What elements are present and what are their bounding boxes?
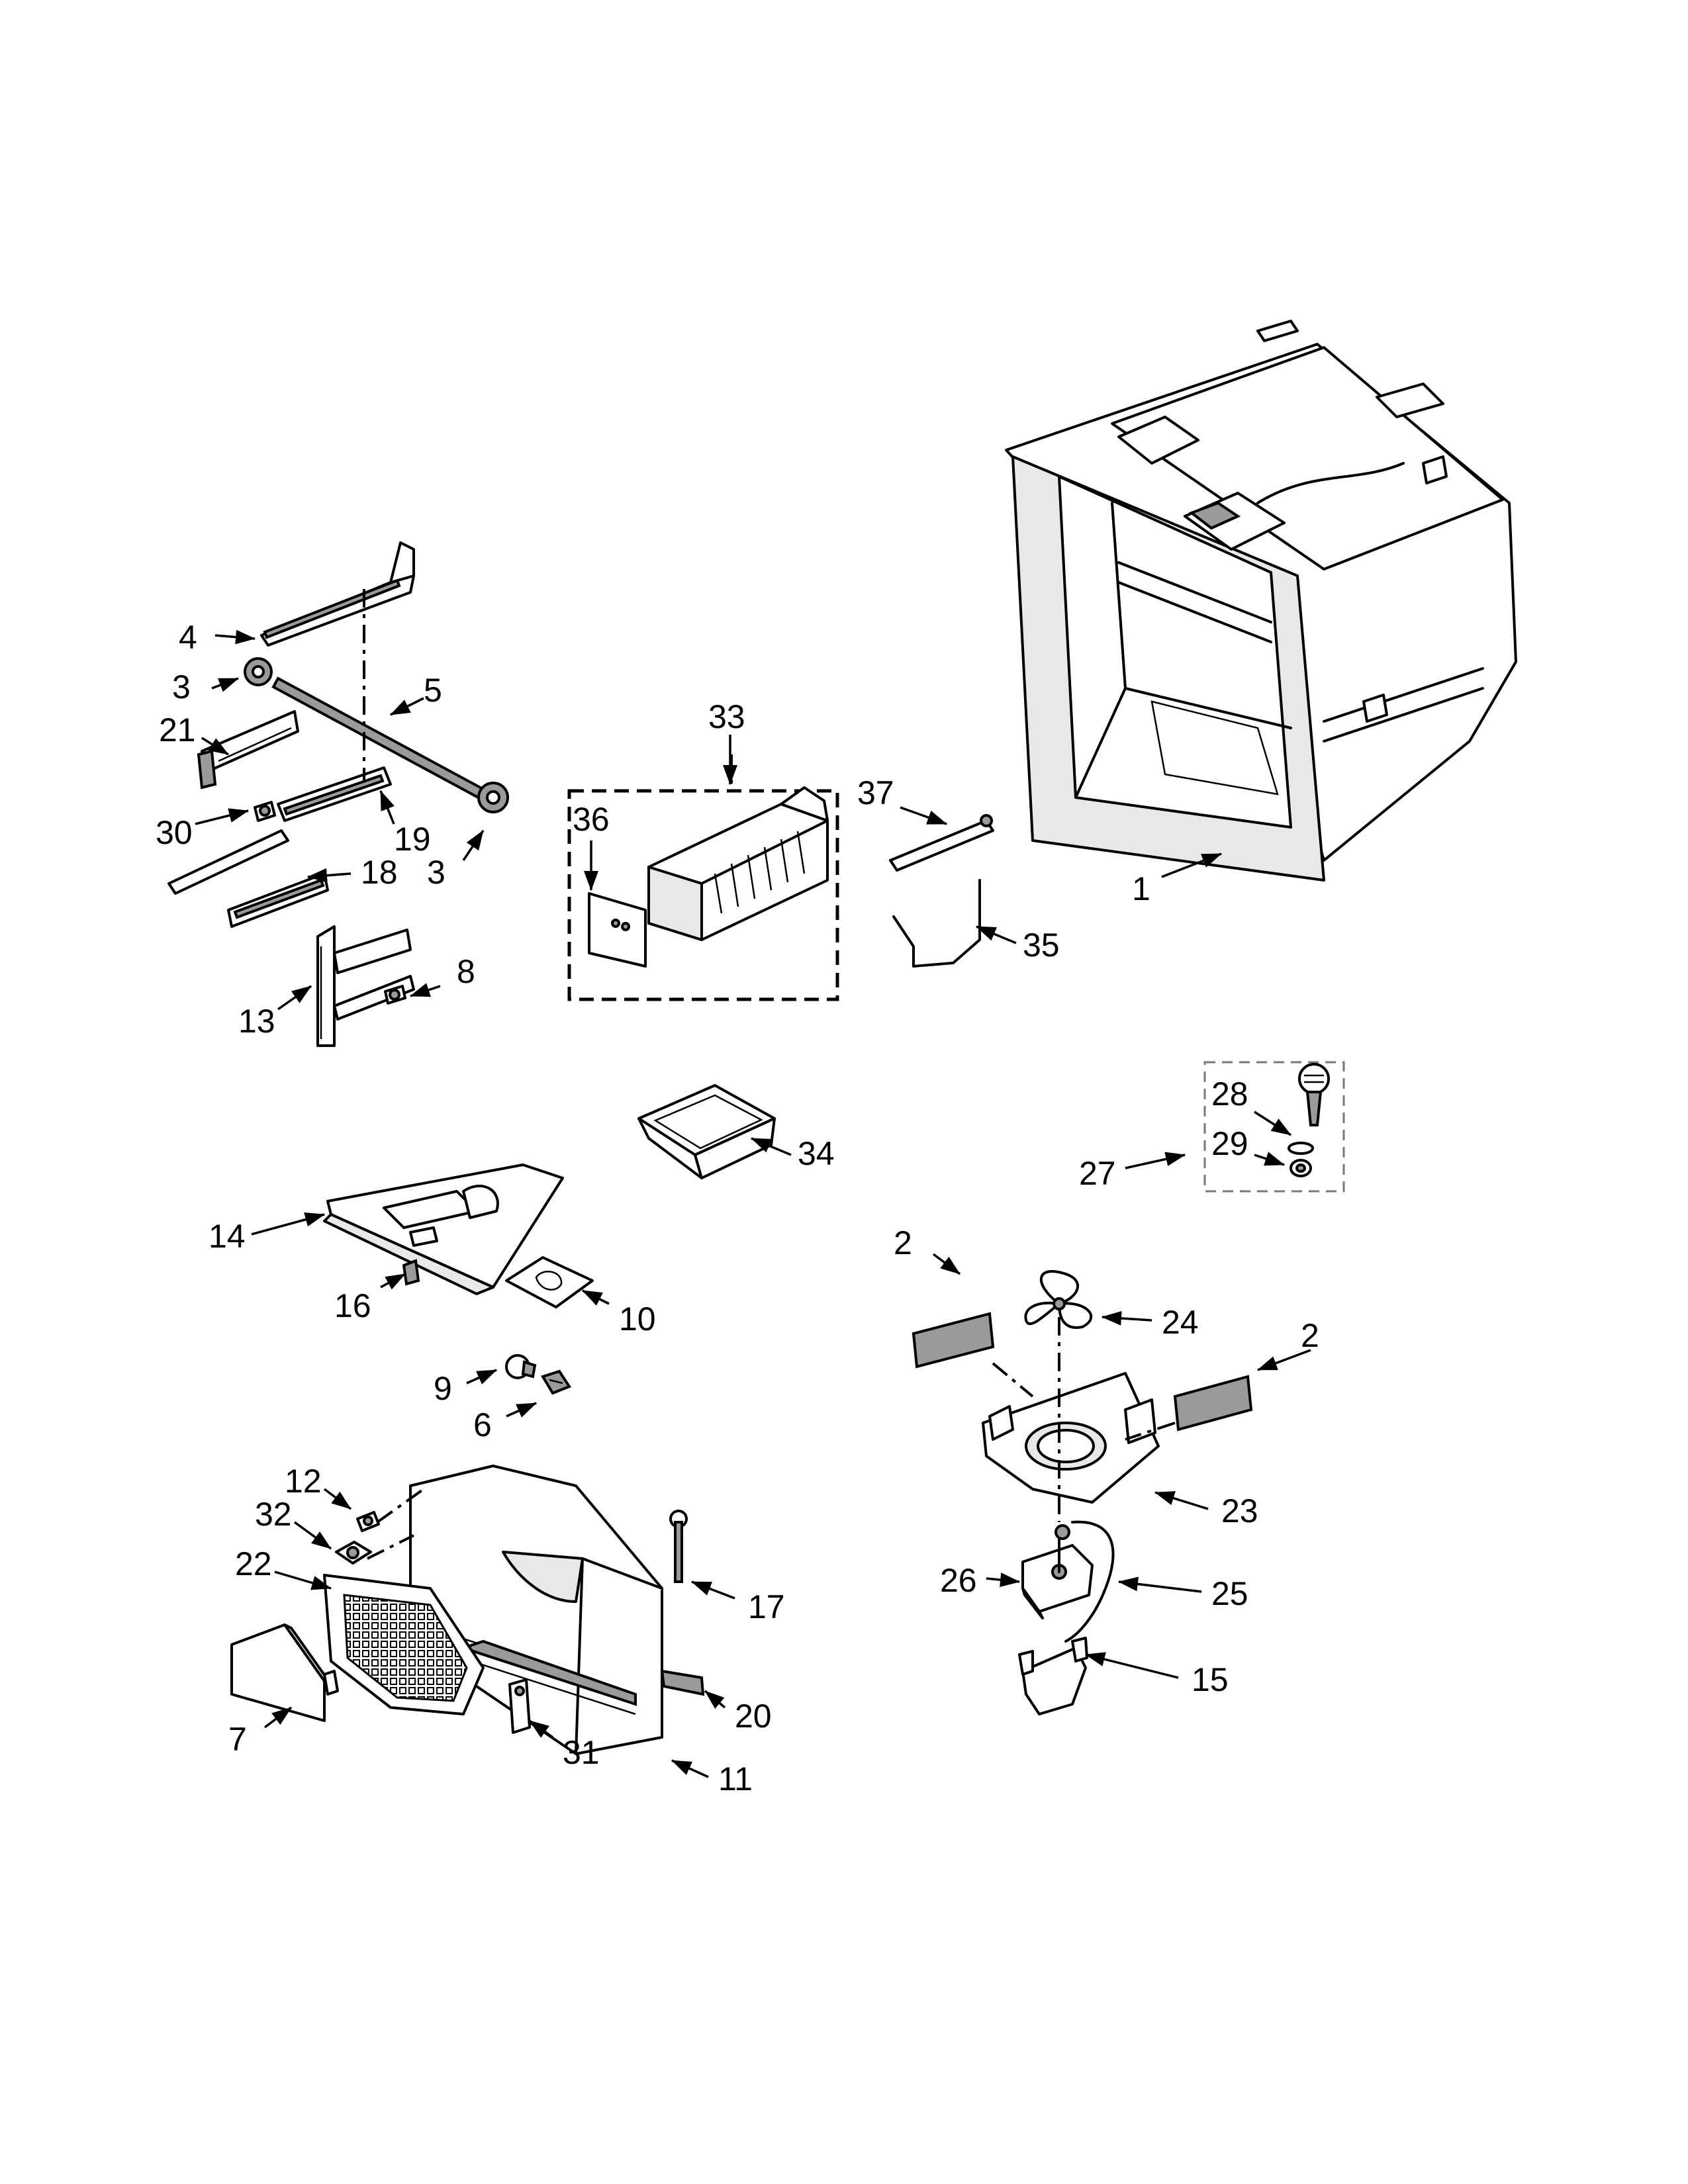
part-20-drain-tube xyxy=(660,1669,705,1696)
callout-24: 24 xyxy=(1162,1304,1199,1341)
callout-31: 31 xyxy=(563,1734,600,1771)
part-33-ice-maker xyxy=(647,786,829,941)
part-3-gear-lower xyxy=(477,782,509,813)
part-18-slide-rail xyxy=(167,829,329,928)
callout-34: 34 xyxy=(798,1135,835,1172)
part-13-bracket xyxy=(316,925,415,1047)
callout-1: 1 xyxy=(1132,870,1150,907)
callout-16: 16 xyxy=(334,1287,371,1324)
callout-14: 14 xyxy=(209,1218,246,1255)
callout-27: 27 xyxy=(1079,1155,1116,1192)
part-7-duct-cover xyxy=(230,1623,339,1722)
part-12-screw xyxy=(356,1511,380,1532)
callout-4: 4 xyxy=(179,619,197,656)
part-24-fan-blade xyxy=(1024,1270,1093,1329)
part-30-screw xyxy=(254,801,276,822)
callout-13: 13 xyxy=(238,1003,275,1040)
leader-lines xyxy=(195,629,1311,1778)
callout-10: 10 xyxy=(619,1300,656,1338)
callout-18: 18 xyxy=(361,854,398,891)
part-16-clip xyxy=(402,1259,420,1286)
part-31-drain-heater xyxy=(508,1678,531,1734)
callout-3-lower: 3 xyxy=(427,854,445,891)
callout-6: 6 xyxy=(473,1406,492,1443)
callout-29: 29 xyxy=(1211,1125,1248,1162)
callout-2-left: 2 xyxy=(894,1224,912,1261)
callout-23: 23 xyxy=(1221,1492,1258,1529)
callout-2-right: 2 xyxy=(1301,1317,1319,1354)
part-9-lamp-bulb xyxy=(505,1354,537,1379)
part-36-ice-maker-cover xyxy=(588,892,647,968)
part-3-gear-upper xyxy=(244,657,273,686)
callout-28: 28 xyxy=(1211,1075,1248,1113)
part-37-wire-harness xyxy=(889,814,994,872)
part-1-ice-compartment-housing xyxy=(1005,320,1517,882)
callout-3-upper: 3 xyxy=(172,668,191,705)
part-2-pad-right xyxy=(1173,1375,1253,1432)
callout-11: 11 xyxy=(718,1760,753,1797)
callout-5: 5 xyxy=(424,672,442,709)
part-33-ice-maker-kit-box xyxy=(567,789,839,1001)
callout-36: 36 xyxy=(573,801,610,838)
part-27-kit-box xyxy=(1203,1061,1345,1193)
part-34-ice-tray xyxy=(637,1084,776,1179)
callout-8: 8 xyxy=(457,953,475,990)
callout-12: 12 xyxy=(285,1463,322,1500)
callout-32: 32 xyxy=(255,1496,292,1533)
part-32-thermistor-mount xyxy=(335,1541,372,1565)
part-2-pad-left xyxy=(912,1312,995,1369)
callout-7: 7 xyxy=(228,1721,247,1758)
part-10-gasket xyxy=(505,1256,594,1308)
callout-37: 37 xyxy=(857,774,894,811)
part-22-grille xyxy=(323,1574,485,1715)
callout-20: 20 xyxy=(735,1698,772,1735)
part-17-thermistor xyxy=(669,1510,688,1583)
part-29-washer xyxy=(1288,1142,1314,1177)
callout-labels: 1 2 2 3 3 4 5 6 7 8 9 10 11 12 13 14 15 … xyxy=(156,619,1319,1797)
callout-30: 30 xyxy=(156,814,193,851)
part-25-wire-harness xyxy=(1055,1520,1115,1643)
callout-33: 33 xyxy=(708,698,745,735)
part-21-slide-bracket xyxy=(197,710,299,790)
part-14-duct-housing xyxy=(323,1163,564,1295)
part-28-valve-fitting xyxy=(1298,1063,1330,1126)
callout-22: 22 xyxy=(235,1545,272,1582)
callout-26: 26 xyxy=(940,1562,977,1599)
callout-35: 35 xyxy=(1023,927,1060,964)
callout-15: 15 xyxy=(1192,1661,1229,1698)
part-35-wire-arm xyxy=(892,879,981,968)
centerline-lower xyxy=(367,1488,425,1560)
callout-25: 25 xyxy=(1211,1575,1248,1612)
part-19-slide-rail xyxy=(277,766,392,822)
centerline-pad-left xyxy=(992,1362,1034,1398)
part-4-shelf-rail xyxy=(260,541,415,647)
part-26-fan-motor xyxy=(1021,1534,1094,1619)
callout-17: 17 xyxy=(748,1588,785,1625)
callout-21: 21 xyxy=(159,711,196,749)
part-15-motor-bracket xyxy=(1018,1637,1088,1715)
part-8-screw xyxy=(384,985,406,1005)
callout-19: 19 xyxy=(394,821,431,858)
part-6-lamp-socket xyxy=(540,1369,572,1395)
centerline-pad-right xyxy=(1125,1422,1176,1441)
callout-9: 9 xyxy=(434,1370,452,1407)
